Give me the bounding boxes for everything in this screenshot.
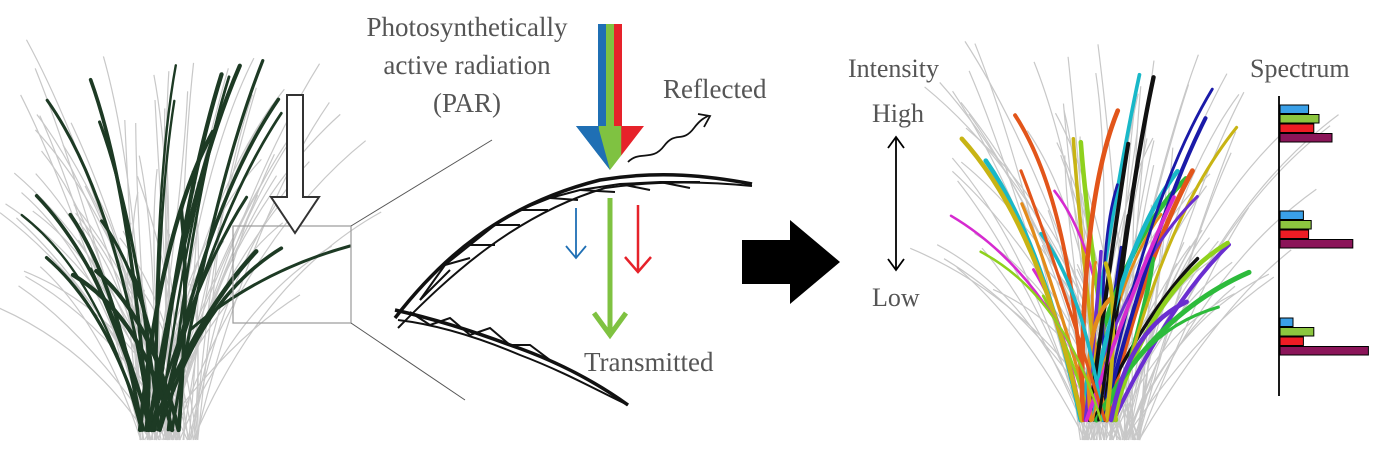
spectrum-bar-top-red — [1279, 123, 1315, 133]
transmitted-label: Transmitted — [584, 347, 714, 377]
colored-leaf-blade — [959, 136, 1085, 423]
spectrum-bar-middle-green — [1279, 220, 1312, 230]
grass-blade — [20, 94, 151, 441]
colored-leaf-blade — [1111, 242, 1231, 423]
spectrum-bar-top-blue — [1279, 104, 1310, 114]
spectrum-bar-bottom-red — [1279, 336, 1304, 346]
spectrum-label: Spectrum — [1250, 54, 1350, 83]
grass-blade — [39, 266, 142, 441]
spectrum-bar-top-purple — [1279, 133, 1333, 143]
colored-leaf-blade — [1100, 87, 1214, 422]
leaf-blade — [88, 77, 151, 432]
leaf-blade — [158, 97, 281, 432]
colored-leaf-blade — [1110, 240, 1230, 423]
spectrum-bar-middle-red — [1279, 229, 1310, 239]
transmitted-arrows — [565, 198, 652, 340]
reflected-arrow-icon — [627, 115, 709, 163]
colored-leaf-blade — [1039, 231, 1105, 422]
spectrum-bar-middle-purple — [1279, 239, 1354, 249]
grass-blade — [153, 74, 171, 441]
leaf-blade — [149, 249, 259, 433]
grass-blade — [1123, 91, 1245, 441]
zoom-line-top — [350, 139, 493, 227]
grass-blade — [1133, 131, 1237, 441]
result-arrow-icon — [742, 220, 840, 304]
colored-leaf-blade — [1084, 195, 1176, 422]
par-label-line2: active radiation — [383, 50, 551, 80]
leaf-blade — [166, 75, 231, 432]
light-down-arrow-icon — [269, 94, 321, 235]
par-label-line3: (PAR) — [433, 88, 501, 118]
colored-leaf-blade — [979, 250, 1103, 422]
leaf-blade — [20, 213, 143, 432]
reflected-label: Reflected — [663, 74, 767, 104]
colored-leaf-blade — [1108, 299, 1189, 423]
high-label: High — [872, 99, 924, 128]
spectrum-bar-bottom-green — [1279, 327, 1315, 337]
par-arrow-icon — [576, 24, 644, 170]
grass-blade — [188, 153, 275, 441]
zoom-line-bottom — [350, 322, 466, 401]
low-label: Low — [872, 283, 920, 312]
colored-leaf-blade — [1104, 168, 1195, 423]
leaf-blade — [154, 99, 176, 432]
colored-leaf-blade — [1094, 269, 1252, 423]
leaf-blade — [188, 244, 352, 332]
par-label-line1: Photosynthetically — [367, 12, 568, 42]
grass-blade — [1127, 114, 1339, 441]
intensity-double-arrow-icon — [887, 135, 905, 272]
leaf-blade — [170, 59, 265, 432]
left-plant-leaves — [20, 59, 352, 433]
spectrum-bars — [1279, 104, 1369, 356]
leaf-blade — [68, 212, 144, 432]
reflected-arrowhead-icon — [697, 113, 712, 128]
grass-blade — [1123, 276, 1275, 441]
left-plant-background-grass — [0, 39, 382, 441]
spectrum-bar-bottom-purple — [1279, 346, 1369, 356]
spectrum-bar-middle-blue — [1279, 210, 1304, 220]
grass-blade — [1138, 249, 1292, 441]
grass-blade — [95, 194, 141, 441]
leaf-cross-section — [393, 173, 753, 407]
colored-leaf-blade — [1019, 169, 1107, 422]
leaf-blade — [88, 267, 155, 432]
leaf-blade — [44, 256, 146, 432]
grass-blade — [956, 266, 1086, 441]
colored-leaf-blade — [1086, 294, 1115, 423]
intensity-label: Intensity — [848, 54, 939, 83]
spectrum-bar-bottom-blue — [1279, 317, 1294, 327]
spectrum-bar-top-green — [1279, 114, 1320, 124]
colored-leaf-blade — [1097, 213, 1130, 422]
grass-blade — [981, 247, 1090, 441]
right-plant-colored-leaves — [949, 72, 1252, 423]
grass-blade — [195, 102, 330, 441]
grass-blade — [951, 157, 1088, 441]
